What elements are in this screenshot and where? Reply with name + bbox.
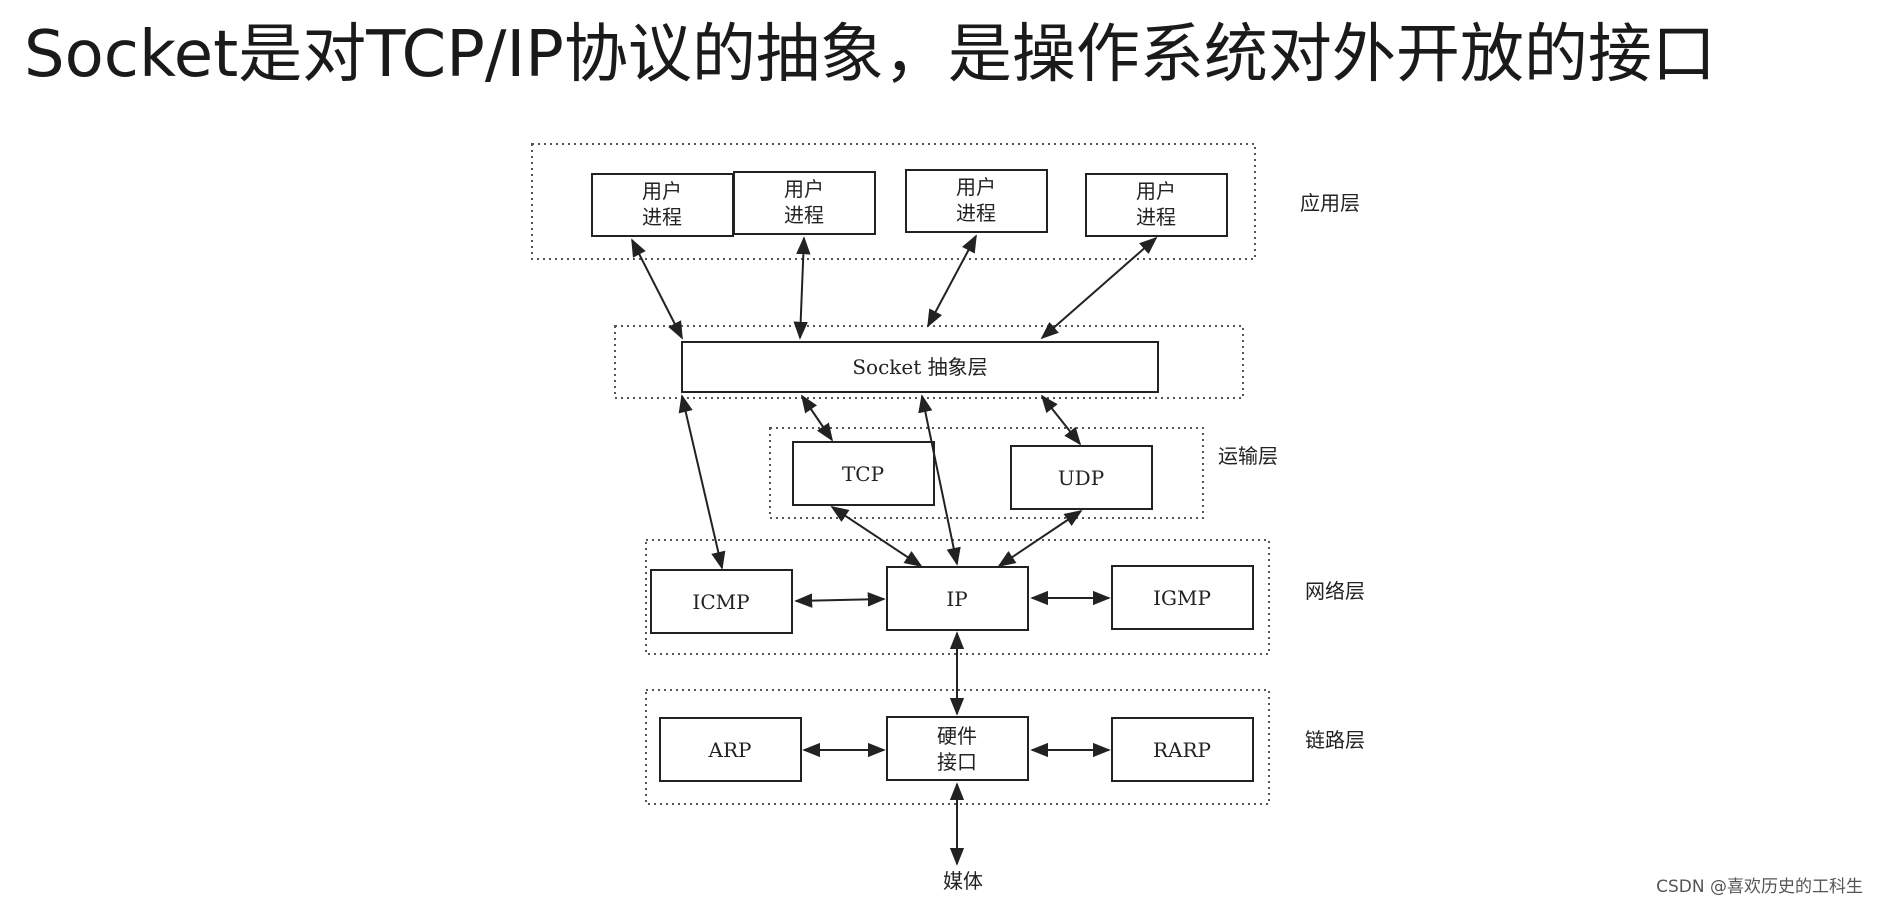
application-layer-zone (531, 143, 1256, 260)
arp-label: ARP (708, 738, 752, 762)
igmp-box: IGMP (1111, 565, 1254, 630)
user-process-label: 用户 (784, 177, 824, 201)
arrow-udp-ip (997, 509, 1083, 568)
arrow-tcp-ip (830, 506, 923, 567)
igmp-label: IGMP (1153, 586, 1211, 610)
application-layer-label: 应用层 (1300, 191, 1360, 215)
tcp-label: TCP (842, 462, 884, 486)
socket-label: Socket 抽象层 (852, 355, 987, 379)
rarp-box: RARP (1111, 717, 1254, 782)
user-process-1: 用户 进程 (591, 173, 734, 237)
user-process-label: 进程 (784, 203, 824, 227)
hardware-interface-box: 硬件 接口 (886, 716, 1029, 781)
link-layer-label: 链路层 (1305, 728, 1365, 752)
user-process-2: 用户 进程 (733, 171, 876, 235)
user-process-label: 进程 (642, 205, 682, 229)
page-title: Socket是对TCP/IP协议的抽象，是操作系统对外开放的接口 (24, 18, 1716, 92)
hardware-interface-label: 接口 (937, 750, 977, 774)
arrow-socket-ip (918, 394, 961, 566)
arrow-up3-socket (927, 234, 977, 328)
arrow-socket-udp (1040, 394, 1082, 446)
user-process-label: 进程 (956, 201, 996, 225)
ip-label: IP (946, 587, 967, 611)
network-layer-label: 网络层 (1305, 579, 1365, 603)
icmp-box: ICMP (650, 569, 793, 634)
user-process-label: 用户 (642, 179, 682, 203)
icmp-label: ICMP (692, 590, 749, 614)
link-layer-zone (645, 689, 1270, 805)
user-process-label: 进程 (1136, 205, 1176, 229)
udp-label: UDP (1058, 466, 1104, 490)
user-process-3: 用户 进程 (905, 169, 1048, 233)
user-process-label: 用户 (1136, 179, 1176, 203)
ip-box: IP (886, 566, 1029, 631)
hardware-interface-label: 硬件 (937, 724, 977, 748)
udp-box: UDP (1010, 445, 1153, 510)
arrow-up1-socket (631, 238, 683, 340)
arrow-socket-icmp (678, 394, 726, 570)
network-layer-zone (645, 539, 1270, 655)
arrow-up2-socket (793, 236, 811, 340)
transport-layer-label: 运输层 (1218, 444, 1278, 468)
transport-layer-zone (769, 427, 1204, 519)
tcp-box: TCP (792, 441, 935, 506)
arrow-icmp-ip (794, 592, 886, 608)
socket-abstraction-box: Socket 抽象层 (681, 341, 1159, 393)
rarp-label: RARP (1153, 738, 1211, 762)
arp-box: ARP (659, 717, 802, 782)
arrow-up4-socket (1040, 236, 1158, 340)
arrow-socket-tcp (800, 394, 834, 442)
footer-watermark: CSDN @喜欢历史的工科生 (1656, 877, 1863, 897)
user-process-4: 用户 进程 (1085, 173, 1228, 237)
user-process-label: 用户 (956, 175, 996, 199)
media-label: 媒体 (943, 869, 983, 893)
